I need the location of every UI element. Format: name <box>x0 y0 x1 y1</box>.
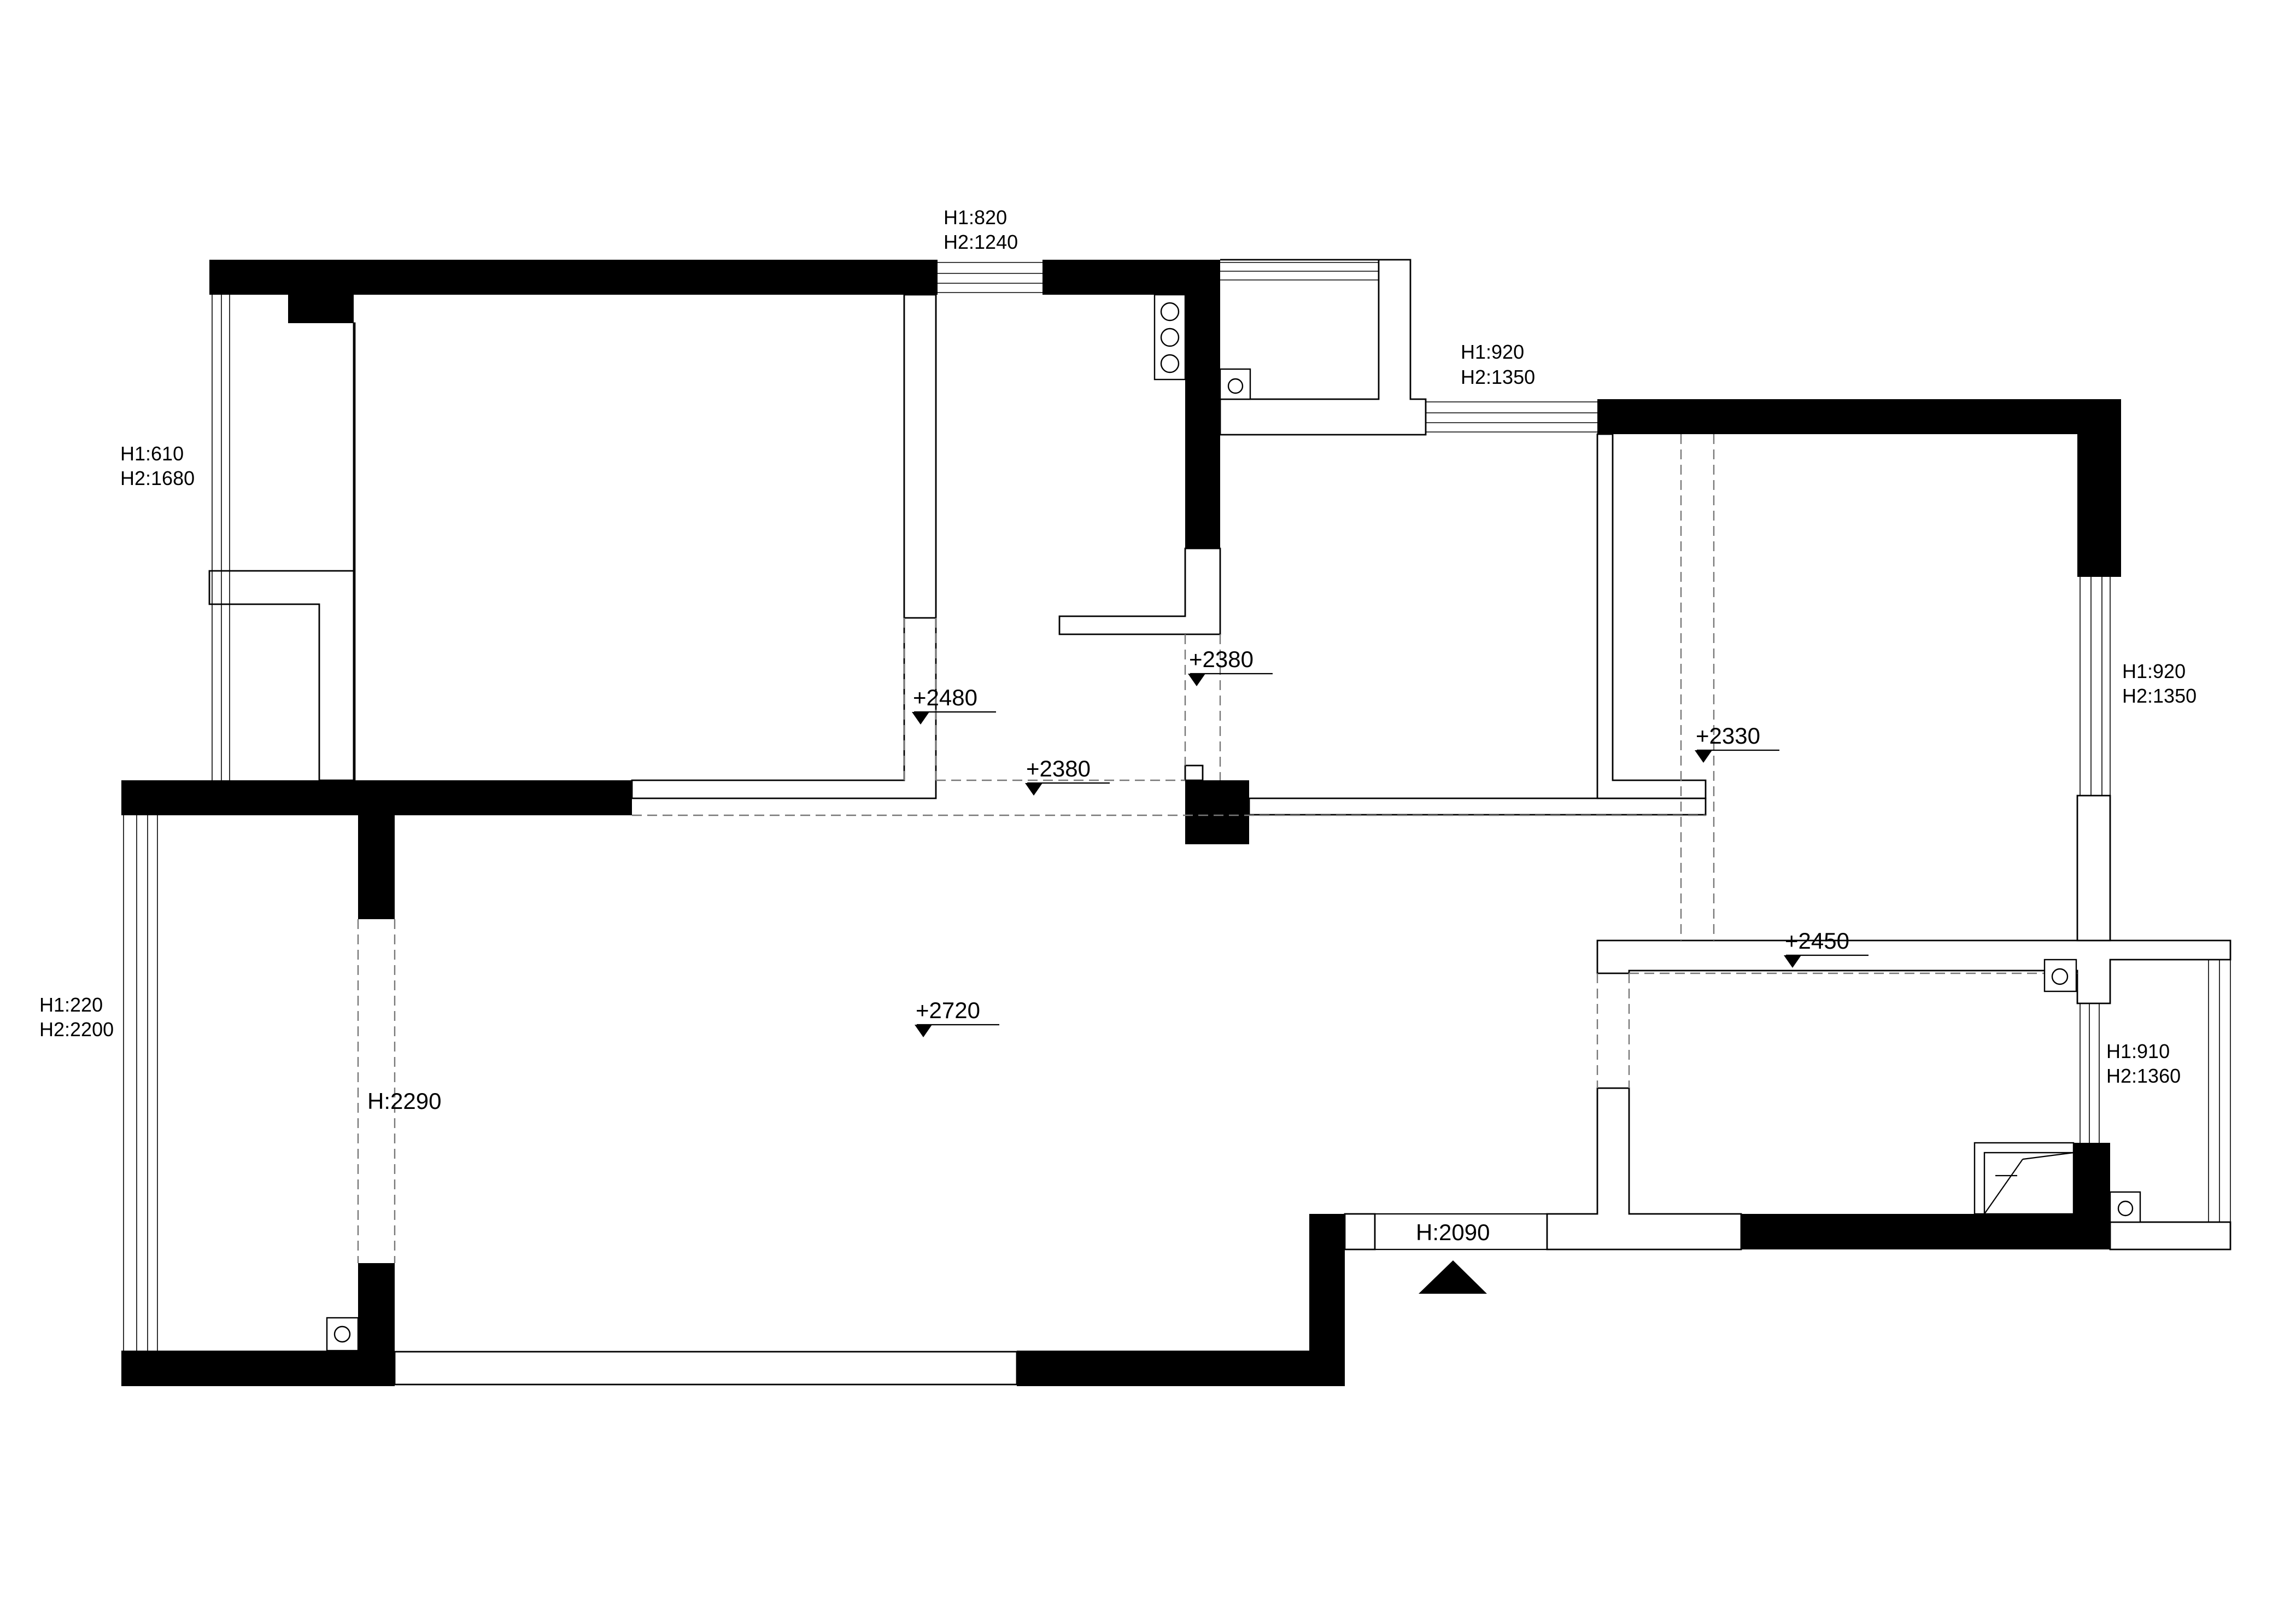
windows <box>123 262 2231 1386</box>
partition-walls <box>208 259 2231 1251</box>
partition-right-mid <box>2076 795 2111 942</box>
fixtures <box>326 294 2141 1352</box>
window-label-h1: H1:920 <box>2122 660 2186 682</box>
window-right-lower <box>2080 1003 2100 1143</box>
window-label-h2: H2:1680 <box>120 467 195 489</box>
window-label-h2: H2:1240 <box>944 231 1018 253</box>
level-triangle-icon <box>1784 955 1801 968</box>
level-marker-value: +2330 <box>1696 723 1760 749</box>
window-labels: H1:820 H2:1240 H1:610 H2:1680 H1:920 H2:… <box>39 206 2197 1087</box>
opening-height-label: H:2090 <box>1416 1219 1490 1245</box>
partition-room-inner-edge <box>353 322 356 781</box>
level-triangle-icon <box>1025 783 1042 796</box>
window-label-h2: H2:1350 <box>1461 366 1535 388</box>
partition-balcony-right <box>2109 1221 2231 1251</box>
window-left-upper <box>212 295 230 780</box>
window-bottom <box>394 1351 1018 1386</box>
window-label-h1: H1:220 <box>39 994 103 1016</box>
level-triangle-icon <box>1695 750 1712 763</box>
stove-icon <box>1153 294 1186 381</box>
partition-bedroom2-bottom <box>1248 797 1707 816</box>
level-marker-value: +2450 <box>1785 928 1849 954</box>
window-label-h2: H2:1350 <box>2122 685 2197 707</box>
partition-balcony-top <box>1219 259 1427 436</box>
level-triangle-icon <box>1188 674 1205 686</box>
drain-icon <box>2043 959 2077 992</box>
partition-bedroom-bottom <box>631 294 937 799</box>
level-marker-value: +2380 <box>1026 756 1091 781</box>
wall-right-upper <box>2077 399 2121 577</box>
door-openings <box>357 434 2077 1263</box>
window-left-lower <box>123 815 158 1351</box>
window-balcony-top <box>1220 262 1379 281</box>
partition-bath-top <box>1596 939 2231 1004</box>
wall-bottom-middle <box>1017 1351 1345 1386</box>
level-markers: +2480 +2380 +2380 +2330 +2450 +2720 <box>912 646 1869 1037</box>
water-heater-icon <box>1973 1142 2075 1215</box>
structural-walls <box>121 260 2121 1386</box>
window-balcony-right <box>2208 960 2231 1222</box>
wall-kitchen-right <box>1185 260 1220 548</box>
wall-top-right <box>1597 399 2121 434</box>
wall-column-center <box>1185 780 1249 844</box>
window-label-h1: H1:610 <box>120 442 184 465</box>
wall-column-top-left <box>288 295 354 323</box>
opening-labels: H:2290 H:2090 <box>367 1088 1490 1245</box>
window-label-h1: H1:910 <box>2106 1040 2170 1062</box>
window-label-h1: H1:920 <box>1461 341 1524 363</box>
level-marker: +2450 <box>1784 928 1869 968</box>
wall-middle-left <box>121 780 632 815</box>
drain-icon <box>326 1317 359 1352</box>
partition-bath-left <box>1546 1087 1742 1251</box>
window-label-h2: H2:2200 <box>39 1018 114 1041</box>
entrance-arrow-icon <box>1419 1260 1487 1294</box>
level-marker-value: +2380 <box>1189 646 1254 672</box>
level-marker: +2720 <box>915 997 999 1037</box>
wall-bottom-right <box>1741 1214 2105 1249</box>
wall-right-lower <box>2074 1143 2110 1249</box>
partition-entrance-sill <box>1344 1213 1376 1251</box>
window-right-upper <box>2080 577 2111 796</box>
partition-bedroom2-left <box>1596 433 1707 799</box>
level-marker: +2480 <box>912 685 996 725</box>
drain-icon <box>2109 1191 2141 1223</box>
level-marker: +2380 <box>1188 646 1273 686</box>
level-marker-value: +2720 <box>916 997 980 1023</box>
wall-top-left <box>209 260 938 295</box>
level-marker: +2330 <box>1695 723 1779 763</box>
window-label-h2: H2:1360 <box>2106 1065 2181 1087</box>
level-triangle-icon <box>912 712 929 725</box>
drain-icon <box>1219 368 1251 400</box>
level-marker: +2380 <box>1025 756 1110 796</box>
wall-entrance-left <box>1309 1214 1345 1386</box>
wall-living-left-upper <box>358 815 395 919</box>
wall-bottom-left <box>121 1351 395 1386</box>
window-top-2 <box>1426 401 1597 433</box>
partition-hall-stub <box>1184 764 1204 781</box>
partition-kitchen-bottom <box>1058 547 1221 635</box>
opening-height-label: H:2290 <box>367 1088 441 1114</box>
level-marker-value: +2480 <box>913 685 977 710</box>
window-top-1 <box>938 262 1042 293</box>
level-triangle-icon <box>915 1025 932 1037</box>
window-label-h1: H1:820 <box>944 206 1007 229</box>
partition-bedroom-corner <box>903 294 937 619</box>
partition-left-room <box>208 570 355 781</box>
